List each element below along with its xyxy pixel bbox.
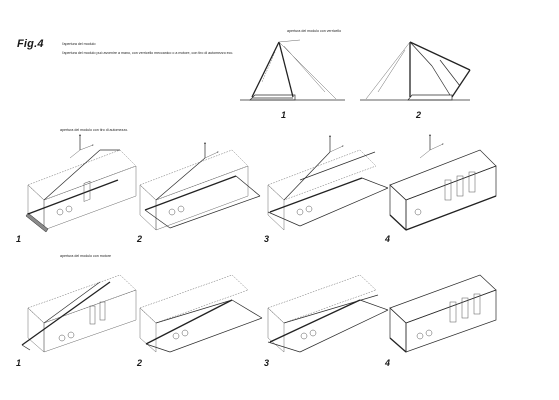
step-number: 1	[16, 358, 22, 368]
motor-step-2-drawing	[139, 274, 263, 353]
caption-body: l'apertura del modulo può avvenire a man…	[62, 51, 234, 55]
motor-step-3-drawing	[267, 274, 389, 353]
step-number: 1	[281, 110, 287, 120]
section-label-winch: apertura del modulo con verricello	[287, 29, 342, 33]
section-label-motor: apertura del modulo con motore	[60, 254, 111, 258]
step-number: 1	[16, 234, 22, 244]
vehicle-step-4-drawing	[389, 133, 497, 231]
step-number: 3	[264, 358, 270, 368]
motor-step-1-drawing	[21, 274, 137, 353]
section-label-vehicle: apertura del modulo con tiro di automezz…	[60, 128, 129, 132]
step-number: 3	[264, 234, 270, 244]
step-number: 4	[385, 234, 391, 244]
step-number: 4	[385, 358, 391, 368]
vehicle-step-1-drawing	[25, 133, 137, 233]
vehicle-step-2-drawing	[139, 141, 261, 231]
step-number: 2	[416, 110, 422, 120]
figure-title: Fig.4	[17, 38, 44, 50]
vehicle-step-3-drawing	[267, 134, 389, 231]
caption-heading: l'apertura del modulo	[62, 42, 96, 46]
winch-step-1-drawing	[240, 39, 345, 101]
step-number: 2	[137, 358, 143, 368]
winch-step-2-drawing	[360, 41, 471, 101]
motor-step-4-drawing	[389, 274, 497, 353]
step-number: 2	[137, 234, 143, 244]
